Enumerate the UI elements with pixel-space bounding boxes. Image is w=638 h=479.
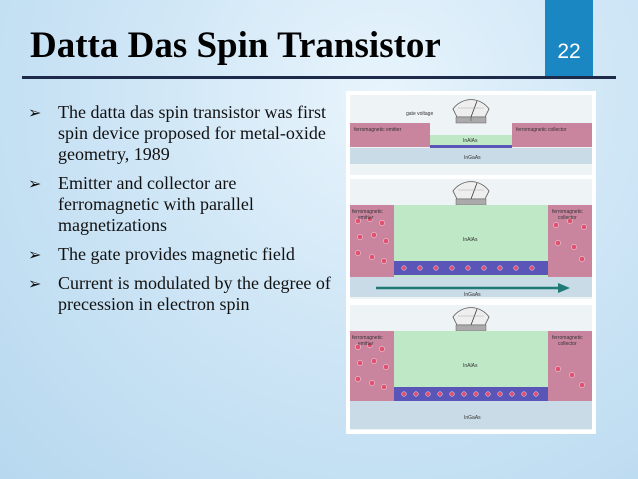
panel-3: ferromagnetic emitter ferromagnetic coll… [350,305,592,430]
panel-2: ferromagnetic emitter ferromagnetic coll… [350,179,592,299]
inalas-label: InAlAs [463,237,478,243]
arrow-bullet-icon: ➢ [28,103,42,122]
panel-1: gate voltage ferromagnetic emitter ferro… [350,95,592,175]
ingaas-label: InGaAs [464,292,481,298]
collector-label-line2: collector [558,215,577,221]
inalas-label: InAlAs [463,363,478,369]
title-rule [22,76,616,79]
bullet-item: ➢ Current is modulated by the degree of p… [28,273,338,315]
collector-label: ferromagnetic collector [516,127,567,133]
spin-transistor-figure: gate voltage ferromagnetic emitter ferro… [346,91,596,434]
ingaas-label: InGaAs [464,155,481,161]
emitter-label: ferromagnetic [352,335,383,341]
bullet-item: ➢ The gate provides magnetic field [28,244,338,265]
bullet-text: Emitter and collector are ferromagnetic … [58,173,254,235]
emitter-label-line2: emitter [358,341,374,347]
figure-svg: gate voltage ferromagnetic emitter ferro… [350,95,592,430]
bullet-list: ➢ The datta das spin transistor was first… [28,102,338,323]
collector-label: ferromagnetic [552,209,583,215]
slide-title: Datta Das Spin Transistor [30,25,441,66]
bullet-text: The datta das spin transistor was first … [58,102,326,164]
ingaas-label: InGaAs [464,415,481,421]
emitter-label-line2: emitter [358,215,374,221]
bullet-item: ➢ Emitter and collector are ferromagnetic… [28,173,338,236]
collector-label-line2: collector [558,341,577,347]
gate-voltage-label: gate voltage [406,111,433,117]
inalas-label: InAlAs [463,138,478,144]
bullet-item: ➢ The datta das spin transistor was first… [28,102,338,165]
collector-label: ferromagnetic [552,335,583,341]
bullet-text: Current is modulated by the degree of pr… [58,273,331,314]
arrow-bullet-icon: ➢ [28,274,42,293]
arrow-bullet-icon: ➢ [28,174,42,193]
page-number-badge: 22 [545,0,593,76]
arrow-bullet-icon: ➢ [28,245,42,264]
emitter-label: ferromagnetic [352,209,383,215]
bullet-text: The gate provides magnetic field [58,244,295,264]
emitter-label: ferromagnetic emitter [354,127,402,133]
